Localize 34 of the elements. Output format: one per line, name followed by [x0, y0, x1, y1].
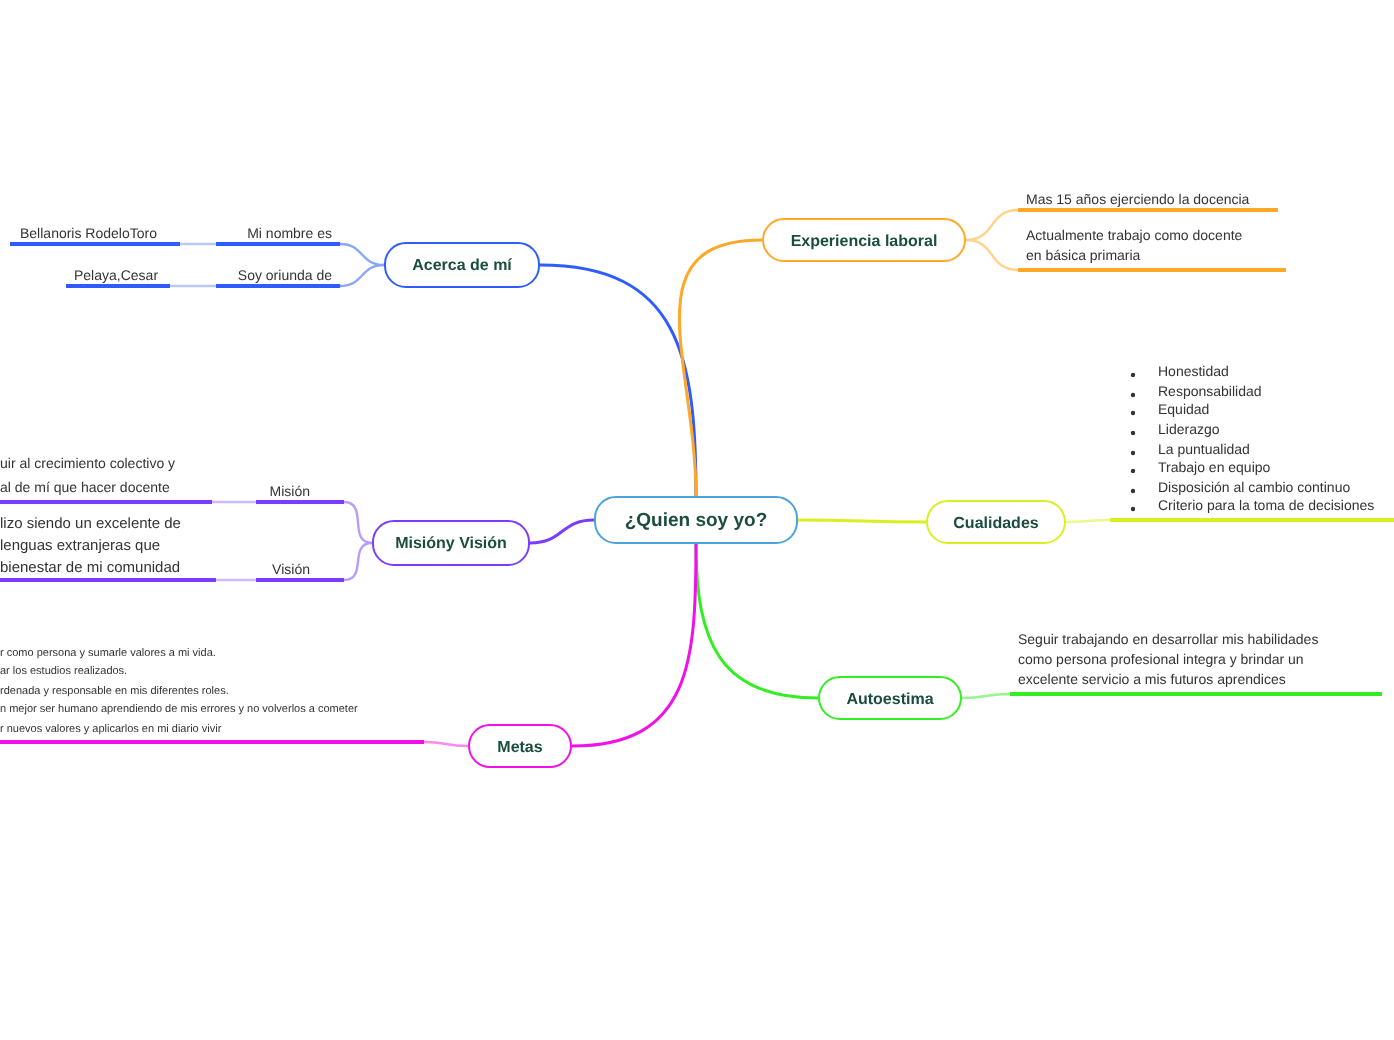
connector-line [965, 238, 1019, 272]
subtopic-underline [1018, 224, 1286, 272]
connector-line [343, 500, 373, 545]
central-topic-box [594, 496, 798, 544]
connector-line [170, 284, 216, 288]
connector-line [339, 242, 385, 267]
connector-line [962, 692, 1010, 700]
connector-line [180, 242, 216, 246]
topic-box [818, 676, 962, 720]
connector-line [965, 208, 1019, 242]
connector-line [212, 500, 256, 504]
topic-box [926, 500, 1066, 544]
connector-line [571, 544, 698, 748]
connector-line [798, 518, 926, 524]
topic-box [384, 242, 540, 288]
connector-line [424, 740, 468, 748]
topic-label: Acerca de mí [412, 256, 512, 274]
topic-box [468, 724, 572, 768]
connector-line [694, 543, 819, 700]
connector-line [339, 263, 385, 288]
topic-label: Cualidades [953, 513, 1039, 531]
topic-box [762, 218, 966, 262]
connector-line [216, 578, 256, 582]
topic-label: Experiencia laboral [790, 231, 938, 249]
topic-label: Metas [497, 737, 543, 755]
subtopic-underline [0, 646, 424, 744]
connector-line [343, 541, 373, 582]
connector-line [678, 238, 763, 497]
topic-label: ¿Quien soy yo? [624, 509, 768, 531]
topic-label: Autoestima [846, 689, 934, 707]
topic-label: Misióny Visión [395, 534, 507, 552]
connector-line [529, 518, 595, 545]
topic-box [372, 520, 530, 566]
connector-line [1066, 518, 1110, 524]
